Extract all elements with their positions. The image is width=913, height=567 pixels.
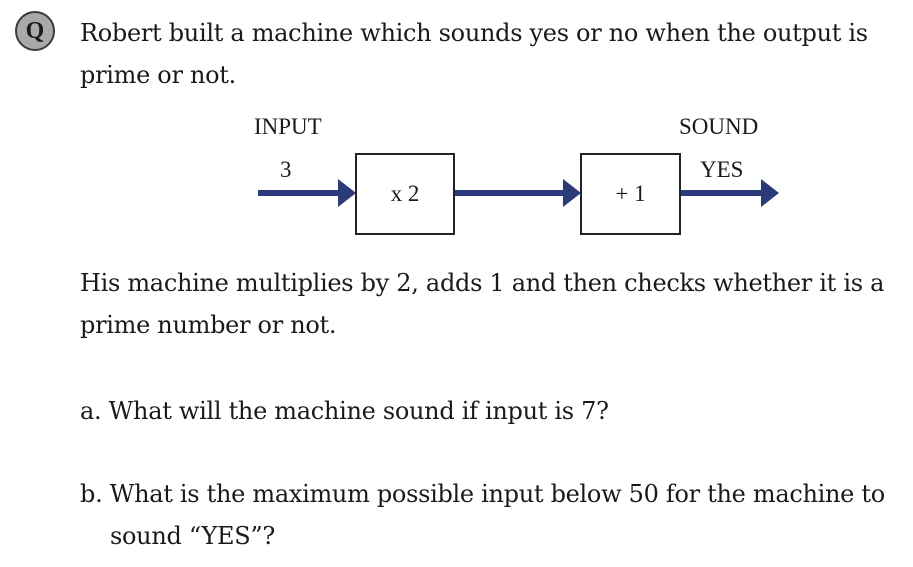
part-a-question: a. What will the machine sound if input … bbox=[80, 390, 609, 432]
output-arrow-shaft bbox=[681, 190, 763, 196]
description-line-1: His machine multiplies by 2, adds 1 and … bbox=[80, 269, 885, 297]
input-label: INPUT bbox=[254, 114, 322, 139]
output-label: SOUND bbox=[679, 114, 759, 139]
middle-arrow-head bbox=[563, 179, 581, 207]
input-arrow-head bbox=[338, 179, 356, 207]
multiply-box: x 2 bbox=[355, 153, 455, 235]
intro-line-1: Robert built a machine which sounds yes … bbox=[80, 19, 868, 47]
part-b-line-2: sound “YES”? bbox=[110, 522, 275, 550]
question-badge: Q bbox=[15, 11, 55, 51]
part-b-line-1: b. What is the maximum possible input be… bbox=[80, 480, 885, 508]
output-value: YES bbox=[700, 157, 744, 182]
output-arrow-head bbox=[761, 179, 779, 207]
multiply-box-label: x 2 bbox=[390, 181, 420, 206]
intro-line-2: prime or not. bbox=[80, 61, 236, 89]
input-value: 3 bbox=[280, 157, 292, 182]
machine-description: His machine multiplies by 2, adds 1 and … bbox=[80, 262, 884, 346]
middle-arrow-shaft bbox=[455, 190, 565, 196]
question-intro: Robert built a machine which sounds yes … bbox=[80, 12, 868, 96]
input-arrow-shaft bbox=[258, 190, 340, 196]
add-box-label: + 1 bbox=[615, 181, 646, 206]
add-box: + 1 bbox=[580, 153, 681, 235]
part-b-question: b. What is the maximum possible input be… bbox=[80, 473, 885, 557]
part-a-text: a. What will the machine sound if input … bbox=[80, 397, 609, 425]
description-line-2: prime number or not. bbox=[80, 311, 337, 339]
